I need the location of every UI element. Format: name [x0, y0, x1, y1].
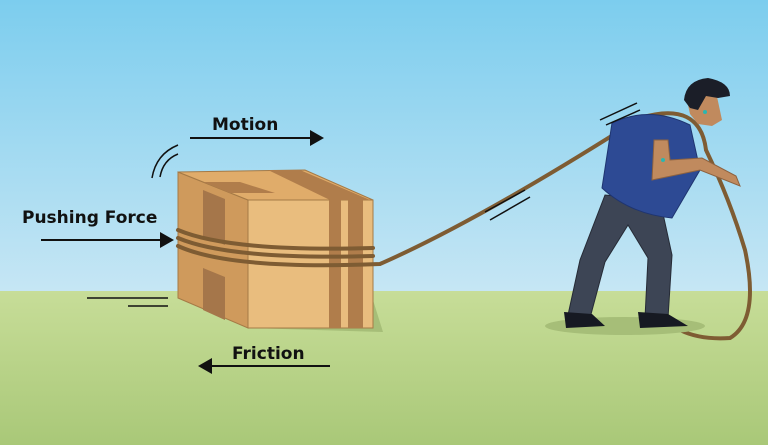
sweat-drop-arm	[661, 158, 665, 162]
tape-top-flap	[203, 182, 275, 193]
arrow-head-right-icon	[160, 232, 174, 248]
side-tape-lower	[203, 268, 225, 320]
friction-arrow	[198, 358, 330, 374]
shoe-right	[638, 312, 688, 328]
tape-top	[268, 170, 370, 200]
arrow-head-left-icon	[198, 358, 212, 374]
rope	[176, 111, 752, 341]
motion-arrow	[190, 130, 324, 146]
man-pulling-rope	[545, 78, 741, 335]
sweat-drop-face	[703, 110, 707, 114]
pushing-force-arrow	[41, 232, 174, 248]
arm	[651, 139, 741, 187]
shoe-left	[564, 312, 605, 328]
motion-lines	[87, 102, 641, 307]
pushing-force-label: Pushing Force	[22, 208, 158, 228]
hair	[684, 78, 730, 110]
friction-label: Friction	[232, 344, 305, 364]
motion-label: Motion	[212, 115, 279, 135]
arrow-head-right-icon	[310, 130, 324, 146]
legs	[567, 194, 673, 319]
side-tape-upper	[203, 190, 225, 245]
